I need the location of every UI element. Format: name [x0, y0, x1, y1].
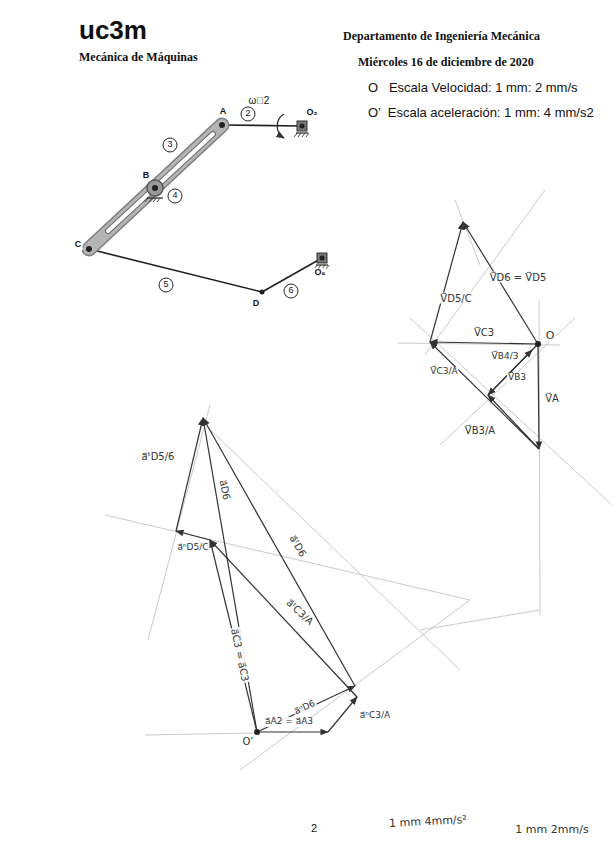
scale-note: O’ Escala aceleración: 1 mm: 4 mm/s2	[367, 106, 595, 120]
vector-label: V⃗B3	[507, 373, 527, 383]
point-label: A	[219, 107, 228, 117]
vector-label: V⃗B3/A	[464, 425, 496, 436]
department: Departamento de Ingeniería Mecánica	[342, 30, 541, 43]
angular-velocity: ω⃗2	[248, 95, 271, 106]
vector-label: V⃗C3/A	[429, 367, 458, 377]
date: Miércoles 16 de diciembre de 2020	[357, 56, 535, 69]
callout-number: 5	[162, 280, 169, 290]
vector-label: a⃗D6	[217, 478, 232, 502]
vector-label: a⃗C3 = a⃗C3	[229, 627, 251, 684]
vector-label: V⃗D5/C	[439, 293, 472, 304]
point-label: O₆	[313, 268, 326, 278]
logo: uc3m	[78, 16, 148, 45]
origin-label: O’	[241, 736, 254, 747]
vector-label: a⃗ᵗD6	[287, 532, 309, 559]
course-name: Mecánica de Máquinas	[78, 51, 199, 64]
callout-number: 4	[171, 191, 178, 201]
vector-label: a⃗ⁿD6	[292, 698, 318, 717]
vector-label: a⃗ᵗD5/6	[141, 451, 176, 462]
scale-note: O Escala Velocidad: 1 mm: 2 mm/s	[367, 81, 579, 95]
vector-label: V⃗A	[544, 393, 560, 404]
origin-label: O	[545, 330, 556, 342]
vector-label: V⃗D6 = V⃗D5	[489, 272, 548, 283]
point-label: D	[252, 299, 261, 309]
scale-note: 1 mm 4mm/s²	[388, 814, 468, 830]
vector-label: a⃗A2 = a⃗A3	[264, 717, 314, 727]
point-label: B	[142, 171, 151, 181]
mechanism	[86, 107, 329, 298]
callout-number: 6	[287, 286, 294, 296]
scale-note: 1 mm 2mm/s	[514, 824, 589, 836]
callout-number: 2	[244, 109, 251, 119]
vector-label: a⃗ⁿC3/A	[359, 711, 391, 721]
page-number: 2	[310, 822, 318, 834]
vector-label: V⃗C3	[473, 327, 495, 338]
vector-label: V⃗B4/3	[491, 352, 520, 362]
callout-number: 3	[166, 140, 173, 150]
acceleration-polygon	[105, 405, 540, 770]
point-label: O₂	[306, 108, 319, 118]
vector-label: a⃗ⁿD5/C	[176, 543, 209, 553]
velocity-polygon	[398, 190, 612, 615]
point-label: C	[74, 240, 83, 250]
